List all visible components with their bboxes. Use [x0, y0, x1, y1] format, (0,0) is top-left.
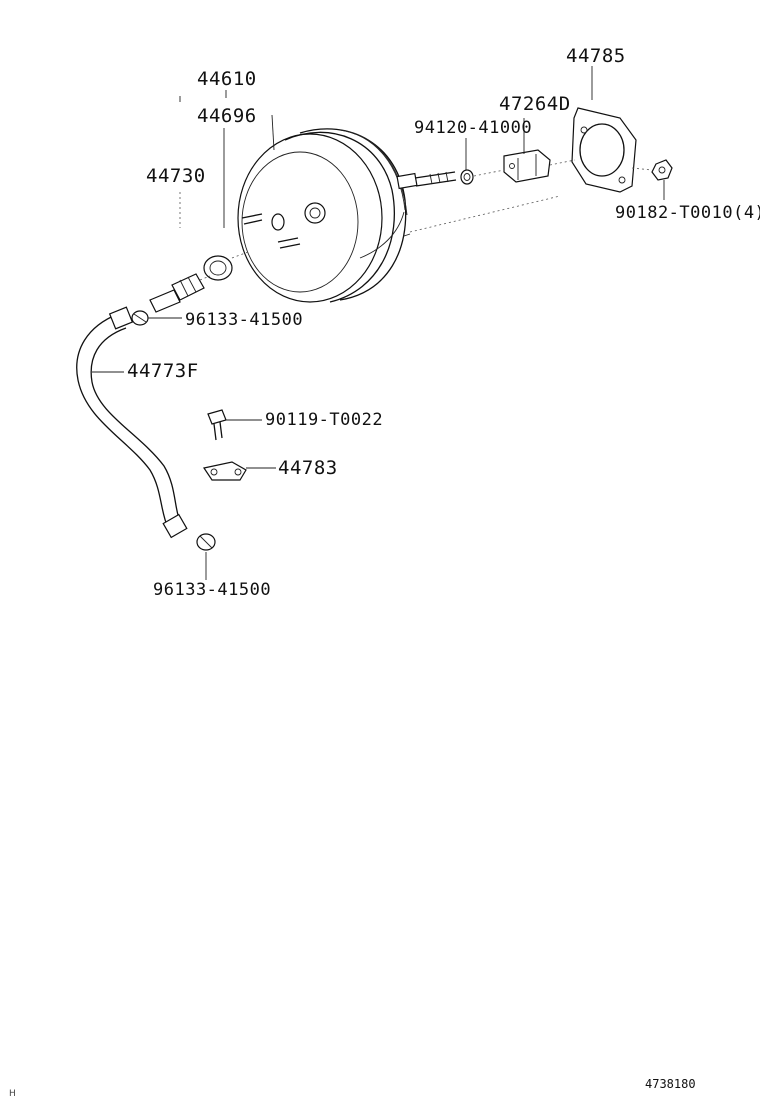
flange-nut-part[interactable]: [651, 159, 673, 181]
bolt-part[interactable]: [207, 409, 227, 441]
label-44730: 44730: [146, 165, 206, 187]
part-labels: 44610 44696 44730 44785 47264D 94120-410…: [127, 45, 760, 600]
label-44610: 44610: [197, 68, 257, 90]
diagram-id: 4738180: [645, 1077, 696, 1091]
leader-lines: [92, 66, 665, 580]
label-96133-41500-top: 96133-41500: [185, 310, 303, 330]
hose-clamp-top-part[interactable]: [131, 310, 149, 326]
label-44773F: 44773F: [127, 360, 199, 382]
label-90119-T0022: 90119-T0022: [265, 410, 383, 430]
label-44696: 44696: [197, 105, 257, 127]
vacuum-hose-part[interactable]: [76, 306, 188, 539]
label-94120-41000: 94120-41000: [414, 118, 532, 138]
brake-booster-assembly[interactable]: [237, 128, 457, 303]
label-44783: 44783: [278, 457, 338, 479]
label-90182-T0010: 90182-T0010(4): [615, 203, 760, 223]
grommet-part[interactable]: [203, 255, 233, 281]
hose-clamp-bottom-part[interactable]: [196, 533, 216, 551]
label-47264D: 47264D: [499, 93, 571, 115]
nut-part[interactable]: [460, 169, 474, 185]
check-valve-part[interactable]: [149, 273, 205, 313]
corner-mark: H: [9, 1089, 16, 1099]
clevis-part[interactable]: [503, 149, 551, 183]
label-96133-41500-bottom: 96133-41500: [153, 580, 271, 600]
hose-clip-part[interactable]: [203, 461, 247, 481]
gasket-part[interactable]: [571, 107, 637, 193]
label-44785: 44785: [566, 45, 626, 67]
